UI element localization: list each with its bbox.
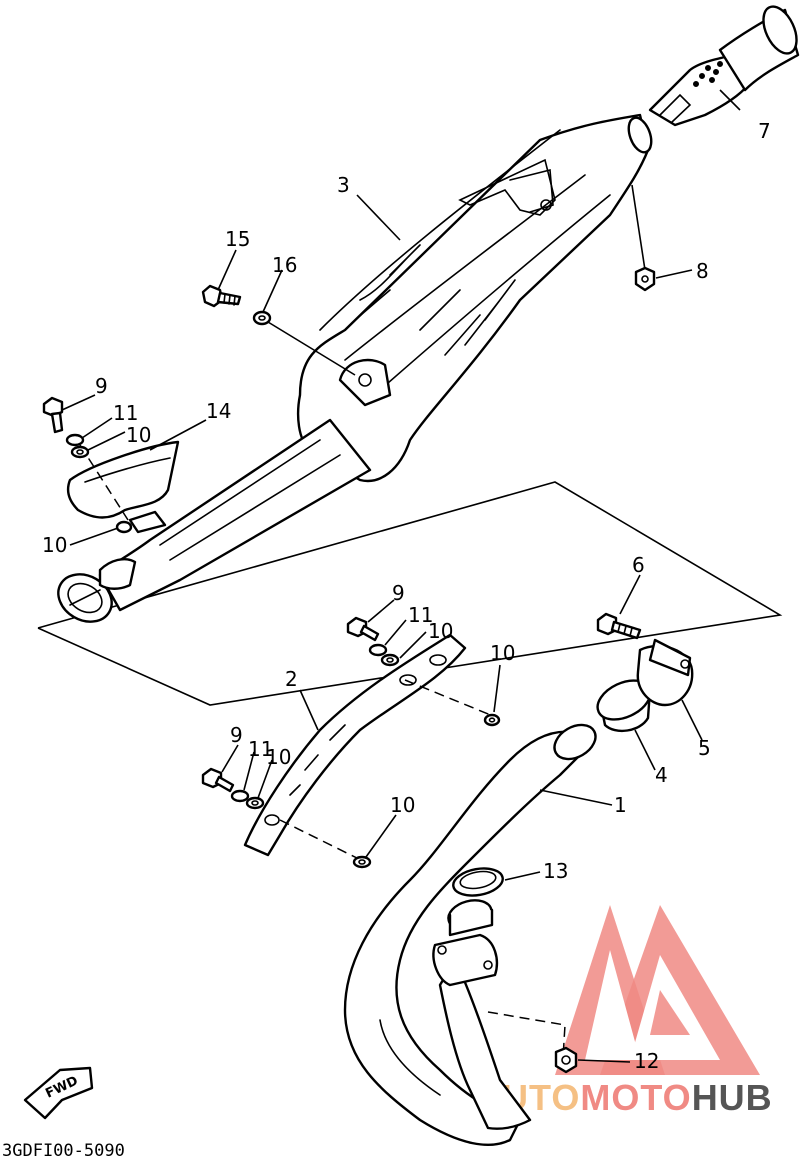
washer-part-11-lower <box>230 789 250 803</box>
callout-2: 2 <box>285 667 298 691</box>
washer-part-16 <box>252 310 356 376</box>
washer-part-11-upper <box>65 433 85 447</box>
callout-10-left: 10 <box>42 533 67 557</box>
assembly-frame <box>37 481 783 706</box>
washer-part-10-upper <box>70 445 90 459</box>
washer-part-10-lower-left <box>115 520 133 534</box>
washer-part-10-lower <box>245 796 265 810</box>
callout-16: 16 <box>272 253 297 277</box>
logo-text-moto: MOTO <box>580 1077 691 1118</box>
nut-part-14 <box>487 1011 578 1074</box>
silencer-tip-part-7 <box>648 5 800 127</box>
drawing-code: 3GDFI00-5090 <box>2 1141 125 1160</box>
muffler-part-3 <box>57 113 653 623</box>
bracket-part-2 <box>243 633 499 863</box>
exhaust-pipe-part-1 <box>343 723 597 1147</box>
callout-10-upper: 10 <box>126 423 151 447</box>
callout-1: 1 <box>614 793 627 817</box>
callout-labels: 3 7 8 15 16 9 11 10 14 10 2 9 11 10 10 6… <box>42 119 771 1073</box>
bolt-part-9-mid <box>346 616 380 642</box>
callout-10-right: 10 <box>490 641 515 665</box>
callout-3: 3 <box>337 173 350 197</box>
callout-9-upper: 9 <box>95 374 108 398</box>
callout-9-lower: 9 <box>230 723 243 747</box>
heat-protector-part-12 <box>66 440 180 534</box>
washer-part-10-mid <box>380 653 400 667</box>
washer-part-10-right <box>483 713 501 727</box>
callout-9-mid: 9 <box>392 581 405 605</box>
callout-5: 5 <box>698 736 711 760</box>
callout-10-bottom: 10 <box>390 793 415 817</box>
callout-11-lower: 11 <box>248 737 273 761</box>
fwd-arrow: FWD <box>23 1066 94 1120</box>
bolt-part-8 <box>631 184 656 292</box>
bolt-part-9-lower <box>201 767 235 793</box>
bolt-part-9-upper <box>42 396 64 434</box>
clamp-part-5 <box>636 638 694 707</box>
automotohub-logo: AUTOMOTOHUB <box>475 905 773 1118</box>
callout-6: 6 <box>632 553 645 577</box>
callout-15: 15 <box>225 227 250 251</box>
callout-11-upper: 11 <box>113 401 138 425</box>
leader-lines <box>61 89 741 1063</box>
bolt-part-6 <box>596 612 642 640</box>
callout-13: 13 <box>543 859 568 883</box>
callout-4: 4 <box>655 763 668 787</box>
callout-11-mid: 11 <box>408 603 433 627</box>
bolt-part-15 <box>201 284 242 308</box>
gasket-part-13 <box>452 867 504 897</box>
washer-part-10-bottom <box>352 855 372 869</box>
callout-8: 8 <box>696 259 709 283</box>
washer-part-11-mid <box>368 643 388 657</box>
callout-7: 7 <box>758 119 771 143</box>
callout-10-lower: 10 <box>266 745 291 769</box>
callout-10-mid: 10 <box>428 619 453 643</box>
logo-text-hub: HUB <box>692 1077 773 1118</box>
callout-12: 14 <box>206 399 231 423</box>
callout-14: 12 <box>634 1049 659 1073</box>
